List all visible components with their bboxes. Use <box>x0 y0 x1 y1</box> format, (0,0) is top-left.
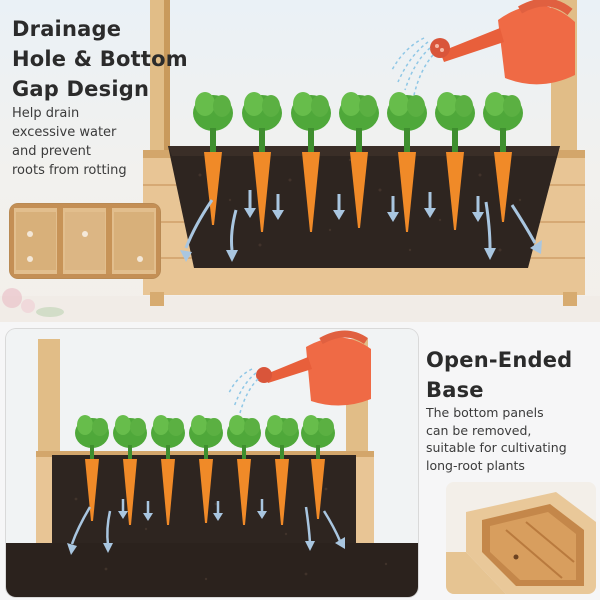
drainage-description: Help drain excessive water and prevent r… <box>12 106 127 178</box>
water-drain-arrows <box>180 190 542 262</box>
carrot-row <box>75 415 335 525</box>
watering-can-icon <box>430 0 575 85</box>
open-base-title: Open-Ended Base <box>426 348 573 402</box>
flower-decoration <box>2 288 64 317</box>
planter-underside-thumbnail <box>10 204 160 278</box>
water-spray <box>391 37 434 96</box>
water-drain-arrows <box>67 499 345 555</box>
open-base-planter-illustration <box>6 329 418 597</box>
drainage-planter-illustration <box>2 0 585 317</box>
drainage-title: Drainage Hole & Bottom Gap Design <box>12 17 188 101</box>
open-base-description: The bottom panels can be removed, suitab… <box>426 405 567 473</box>
drainage-section: Drainage Hole & Bottom Gap Design Help d… <box>0 0 600 322</box>
carrot-row <box>193 92 523 232</box>
open-base-corner-thumbnail <box>446 482 596 594</box>
watering-can-icon <box>256 330 371 406</box>
